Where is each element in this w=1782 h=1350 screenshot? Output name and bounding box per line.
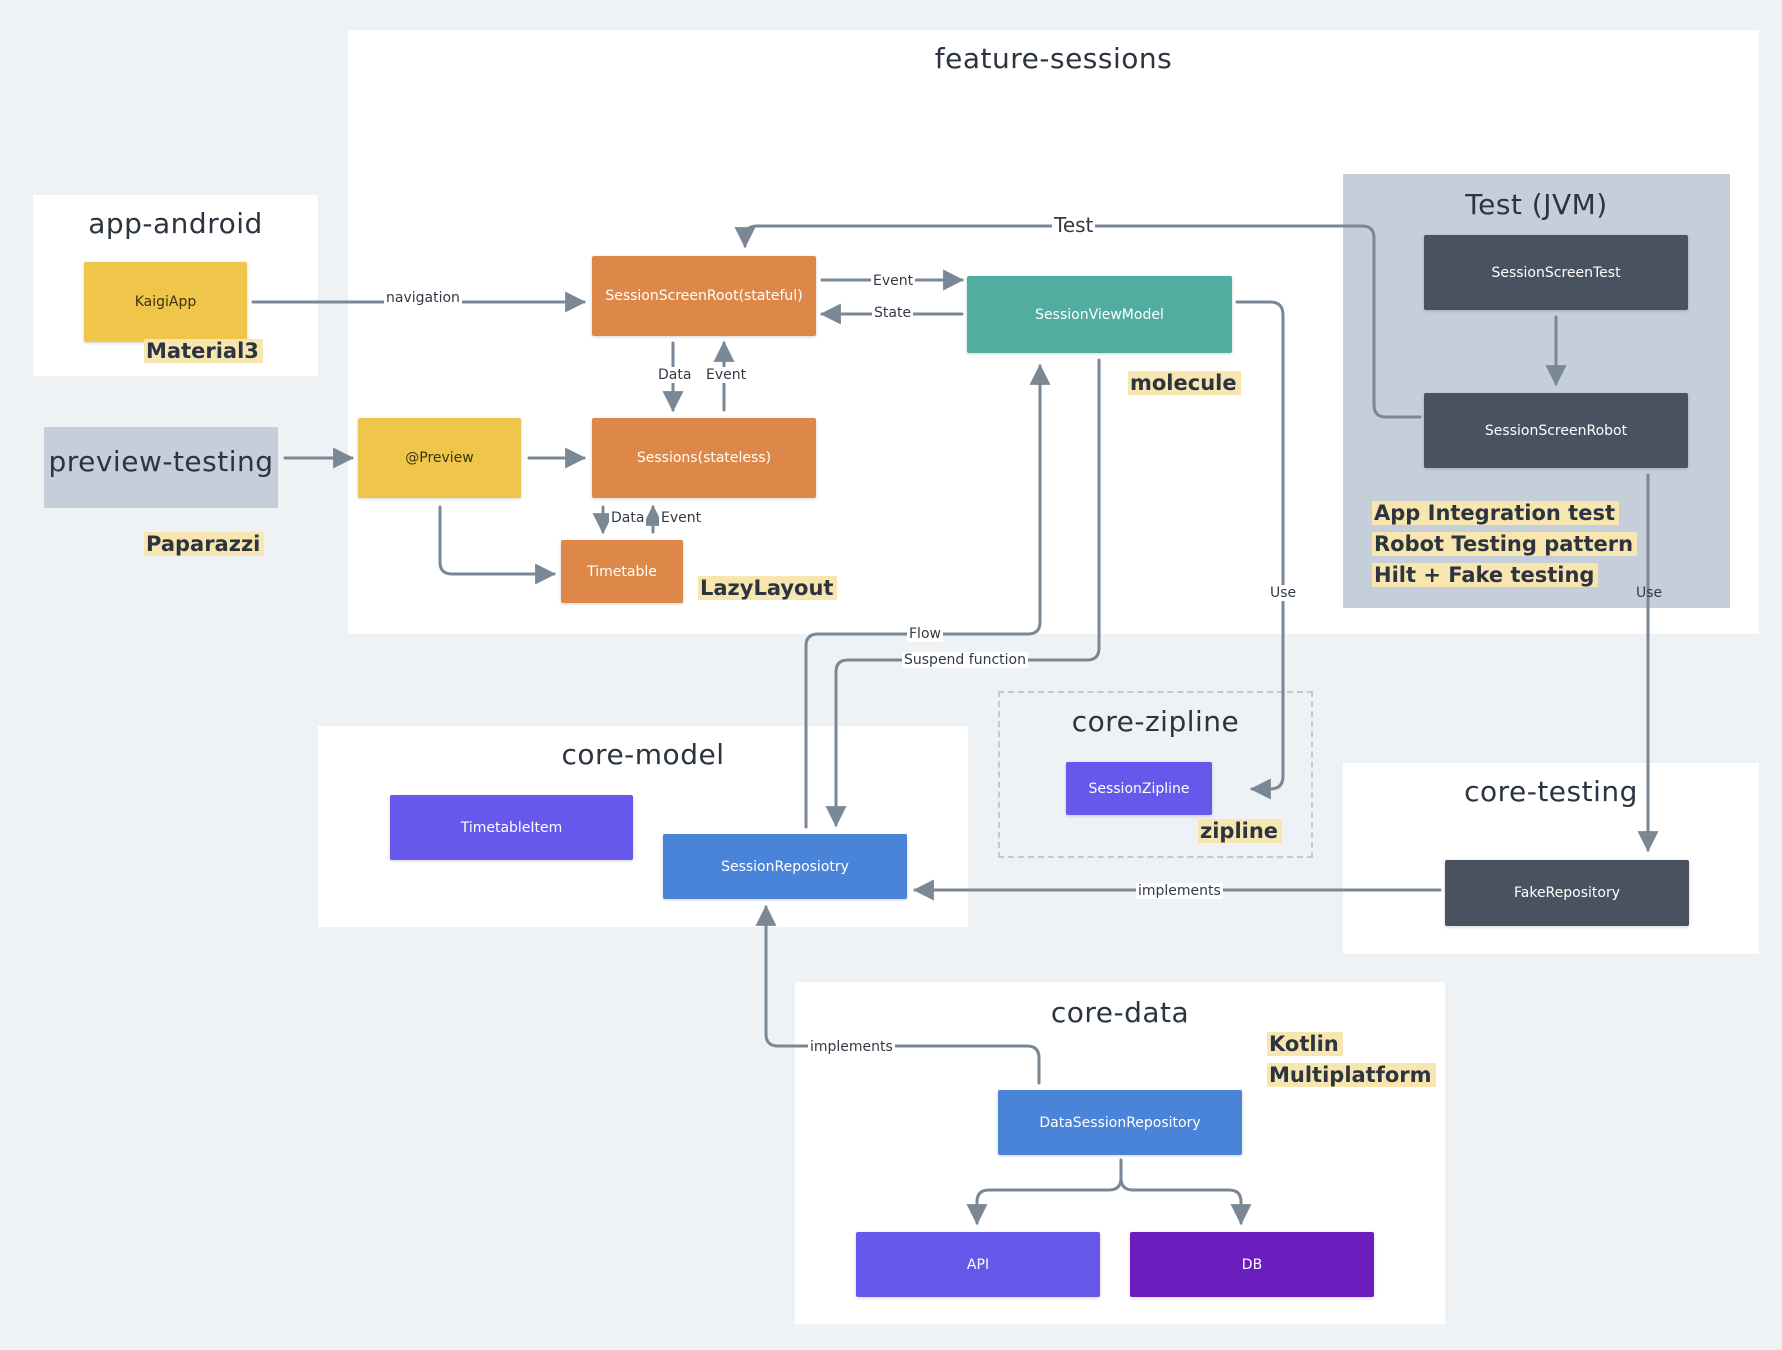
edge-label-implements-fake: implements — [1136, 883, 1223, 899]
node-session-screen-test[interactable]: SessionScreenTest — [1424, 235, 1688, 310]
node-preview[interactable]: @Preview — [358, 418, 521, 498]
node-session-repository[interactable]: SessionReposiotry — [663, 834, 907, 899]
note-text: App Integration test — [1372, 501, 1619, 525]
edge-label-navigation: navigation — [384, 290, 462, 306]
edge-label-state-vm: State — [872, 305, 914, 321]
module-title: preview-testing — [48, 445, 274, 478]
edge-preview-timetable — [438, 505, 557, 585]
edge-label-event-vm: Event — [871, 273, 916, 289]
edge-label-use-zipline: Use — [1268, 585, 1299, 601]
node-api[interactable]: API — [856, 1232, 1100, 1297]
node-fake-repository[interactable]: FakeRepository — [1445, 860, 1689, 926]
edge-label-data-lower: Data — [609, 510, 647, 526]
edge-implements-data — [755, 904, 1041, 1085]
node-db[interactable]: DB — [1130, 1232, 1374, 1297]
edge-data-api — [966, 1158, 1123, 1226]
edge-label-suspend-function: Suspend function — [902, 652, 1028, 668]
edge-label-implements-data: implements — [808, 1039, 895, 1055]
module-core-zipline: core-zipline — [998, 691, 1313, 858]
note-molecule: molecule — [1128, 368, 1241, 399]
module-title: app-android — [88, 207, 263, 240]
note-text: Robot Testing pattern — [1372, 532, 1638, 556]
note-kotlin-multiplatform: Kotlin Multiplatform — [1267, 1029, 1436, 1091]
module-title: core-data — [1050, 996, 1190, 1029]
module-title: core-model — [561, 738, 725, 771]
note-text: LazyLayout — [698, 576, 838, 600]
note-text: molecule — [1128, 371, 1241, 395]
note-text: Multiplatform — [1267, 1063, 1436, 1087]
module-title: feature-sessions — [934, 42, 1173, 75]
note-text: zipline — [1198, 819, 1283, 843]
edge-label-event-lower: Event — [659, 510, 704, 526]
node-session-zipline[interactable]: SessionZipline — [1066, 762, 1212, 815]
edge-data-db — [1119, 1176, 1252, 1226]
edge-flow — [804, 363, 1051, 829]
edge-use-zipline — [1235, 300, 1285, 800]
note-zipline: zipline — [1198, 816, 1283, 847]
node-session-view-model[interactable]: SessionViewModel — [967, 276, 1232, 353]
note-material3: Material3 — [144, 336, 263, 367]
module-preview-testing: preview-testing — [44, 427, 278, 508]
note-text: Hilt + Fake testing — [1372, 563, 1599, 587]
note-lazy-layout: LazyLayout — [698, 573, 838, 604]
edge-label-flow: Flow — [907, 626, 943, 642]
node-sessions-stateless[interactable]: Sessions(stateless) — [592, 418, 816, 498]
module-title: core-testing — [1464, 775, 1638, 808]
edge-label-test: Test — [1052, 213, 1096, 237]
edge-label-event-upper: Event — [704, 367, 749, 383]
node-data-session-repository[interactable]: DataSessionRepository — [998, 1090, 1242, 1155]
node-timetable[interactable]: Timetable — [561, 540, 683, 603]
note-text: Paparazzi — [144, 532, 265, 556]
edge-label-use-testing: Use — [1636, 585, 1663, 601]
edge-suspend — [825, 358, 1101, 828]
node-kaigi-app[interactable]: KaigiApp — [84, 262, 247, 342]
note-text: Material3 — [144, 339, 263, 363]
node-timetable-item[interactable]: TimetableItem — [390, 795, 633, 860]
edge-test — [734, 224, 1422, 419]
note-paparazzi: Paparazzi — [144, 529, 265, 560]
module-title: core-zipline — [1071, 705, 1240, 738]
note-text: Kotlin — [1267, 1032, 1343, 1056]
note-test-techniques: App Integration test Robot Testing patte… — [1372, 498, 1638, 591]
edge-label-data-upper: Data — [656, 367, 694, 383]
module-title: Test (JVM) — [1465, 188, 1608, 221]
node-session-screen-robot[interactable]: SessionScreenRobot — [1424, 393, 1688, 468]
node-session-screen-root[interactable]: SessionScreenRoot(stateful) — [592, 256, 816, 336]
